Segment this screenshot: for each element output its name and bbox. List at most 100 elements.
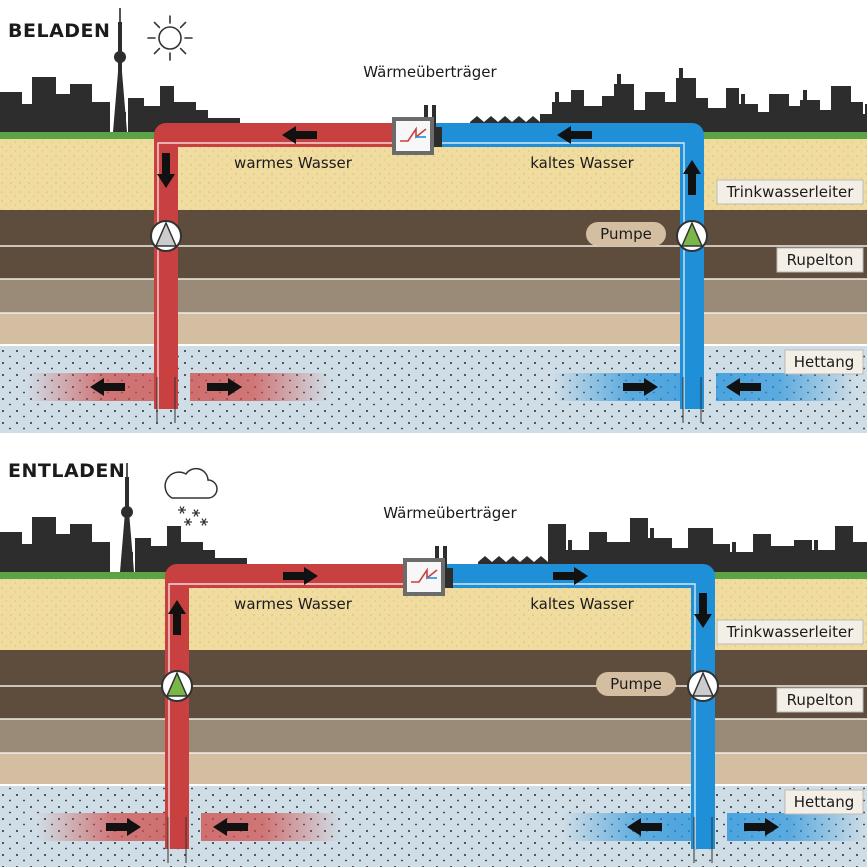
chimney [650,528,654,538]
pump-label-pill [586,222,666,246]
heat-exchanger-label: Wärmeüberträger [383,504,517,522]
heat-exchanger-symbol [411,567,438,583]
building [852,542,867,572]
warm-water-label: warmes Wasser [234,595,353,613]
building [788,106,801,132]
warm-pipe [154,123,396,409]
chimney [732,542,736,552]
cold-pipe-highlight [447,583,696,849]
building [0,532,22,572]
building [54,534,72,572]
layer-label-hettang: Hettang [794,353,855,371]
chimney [679,68,683,78]
layer-label-hettang: Hettang [794,793,855,811]
building [630,518,648,572]
layer-rupelton-mid [0,279,867,313]
building [0,92,22,132]
chimney [865,104,867,114]
panel-title: ENTLADEN [8,460,125,482]
layer-label-hettang-box [784,789,864,815]
building [831,86,851,132]
building [128,98,144,132]
layer-label-trinkwasserleiter: Trinkwasserleiter [726,623,855,641]
building [54,94,72,132]
building [70,84,92,132]
layer-rupelton-mid [0,719,867,753]
cold-water-plume [552,373,692,401]
building [167,526,181,572]
pump-label: Pumpe [610,675,662,693]
building [726,88,739,132]
pump-cold-side [676,220,708,252]
warm-pipe-highlight [168,583,407,849]
building [729,552,754,572]
building [32,517,56,572]
building [149,546,167,572]
heat-exchanger-face [407,562,441,592]
heat-exchanger-symbol [400,126,427,142]
building [707,108,727,132]
chimney [741,94,745,104]
chimney [814,540,818,550]
building [135,538,151,572]
tv-tower-antenna [126,463,128,479]
layer-label-rupelton: Rupelton [787,251,854,269]
building [770,546,795,572]
layer-label-rupelton-box [776,247,864,273]
building [645,92,665,132]
warm-water-label: warmes Wasser [234,154,353,172]
chimney [555,92,559,102]
building [70,524,92,572]
cold-pipe-highlight [436,142,685,409]
pump-label-pill [596,672,676,696]
building [753,534,771,572]
heat-exchanger [403,546,453,596]
building [811,550,836,572]
building [794,540,812,572]
tv-tower-base [120,512,134,572]
cold-water-label: kaltes Wasser [530,154,634,172]
building [769,94,789,132]
snow-cloud-icon [164,467,218,526]
layer-label-trinkwasserleiter-box [716,179,864,205]
warm-pipe [165,564,407,849]
layer-label-trinkwasserleiter-box [716,619,864,645]
building [32,77,56,132]
pump-warm-side [150,220,182,252]
chimney [803,90,807,100]
building [862,114,867,132]
building [90,542,110,572]
building [835,526,853,572]
heat-exchanger [392,105,442,155]
layer-label-trinkwasserleiter: Trinkwasserleiter [726,183,855,201]
layer-label-hettang-box [784,349,864,375]
warm-pipe-highlight [157,142,396,409]
tv-tower-antenna [119,8,121,24]
tv-tower-base [113,72,127,132]
pump-cold-side [687,670,719,702]
building [90,102,110,132]
building [695,98,708,132]
pump-label: Pumpe [600,225,652,243]
building [676,78,696,132]
building [614,84,634,132]
tv-tower-sphere [121,506,133,518]
building [160,86,174,132]
building [850,102,863,132]
panel-title: BELADEN [8,20,110,42]
layer-rupelton-light [0,313,867,345]
layer-rupelton-dark [0,210,867,280]
layer-rupelton-dark [0,650,867,720]
chimney [617,74,621,84]
building [20,104,34,132]
building [757,112,770,132]
building [712,544,730,572]
layer-rupelton-light [0,753,867,785]
layer-label-rupelton: Rupelton [787,691,854,709]
building [738,104,758,132]
heat-exchanger-label: Wärmeüberträger [363,63,497,81]
cold-pipe [447,564,715,849]
cold-water-label: kaltes Wasser [530,595,634,613]
